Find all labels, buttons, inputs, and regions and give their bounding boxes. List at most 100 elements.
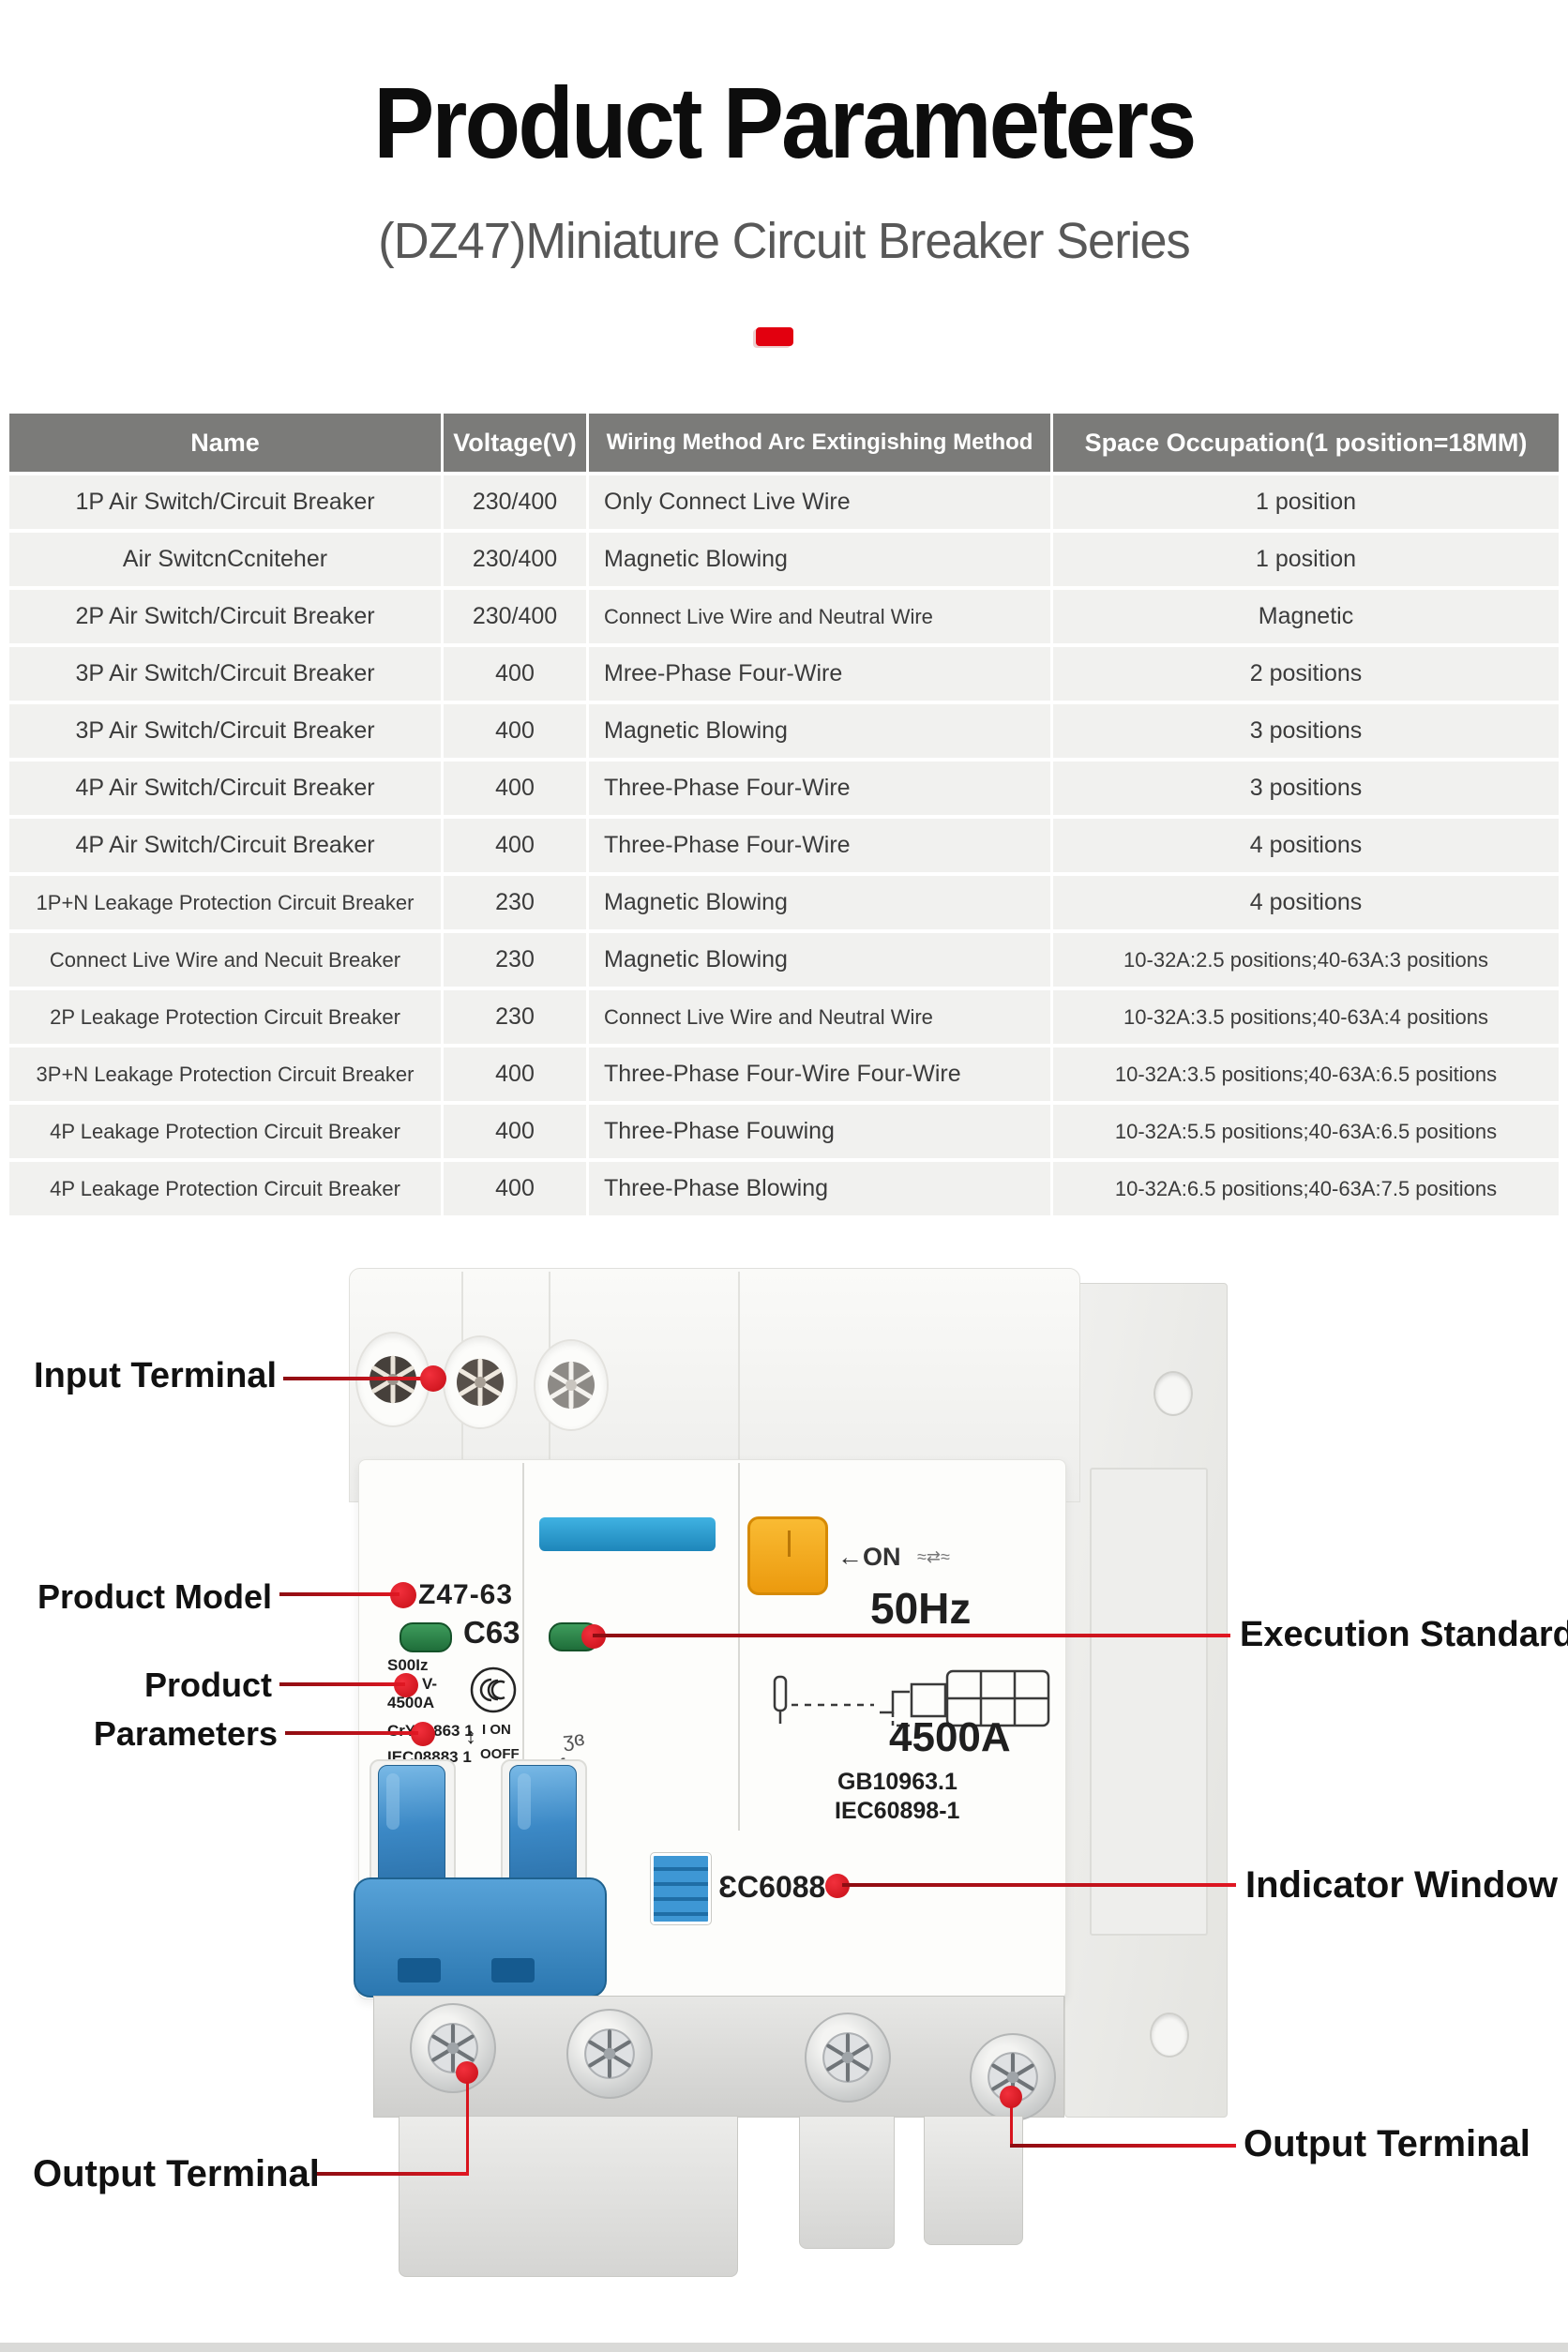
table-cell: Magnetic Blowing (589, 533, 1050, 586)
table-cell: Magnetic Blowing (589, 933, 1050, 987)
screw-icon (457, 1358, 504, 1407)
on-scribble: ≈⇄≈ (917, 1547, 950, 1566)
mounting-screw-hole-top (1153, 1371, 1193, 1416)
model-text: Z47-63 (418, 1579, 514, 1610)
table-cell: 10-32A:3.5 positions;40-63A:4 positions (1053, 990, 1559, 1044)
product-label: Product (143, 1666, 272, 1704)
table-cell: 1 position (1053, 533, 1559, 586)
table-cell: Three-Phase Blowing (589, 1162, 1050, 1215)
table-cell: 3 positions (1053, 704, 1559, 758)
pole2-blue-strip (539, 1517, 716, 1551)
table-cell: 230 (444, 876, 586, 929)
circuit-diagram-icon (769, 1664, 1055, 1742)
indicator-window-line (842, 1883, 1236, 1887)
table-cell: 4P Air Switch/Circuit Breaker (9, 819, 441, 872)
pole1-print-line2: V- (422, 1675, 438, 1693)
table-header-cell: Wiring Method Arc Extingishing Method (589, 414, 1050, 472)
table-cell: 3P+N Leakage Protection Circuit Breaker (9, 1048, 441, 1101)
output-terminal-screw-well (410, 2003, 496, 2093)
table-cell: 230 (444, 990, 586, 1044)
table-cell: 2P Air Switch/Circuit Breaker (9, 590, 441, 643)
toggle-lever-left[interactable] (378, 1765, 445, 1892)
table-cell: 4 positions (1053, 819, 1559, 872)
input-terminal-dot (420, 1365, 446, 1392)
table-cell: 1P Air Switch/Circuit Breaker (9, 475, 441, 529)
table-cell: 400 (444, 761, 586, 815)
on-off-arrow: ↕ (465, 1724, 476, 1749)
on-text: I ON (482, 1722, 511, 1738)
bottom-edge-strip (0, 2343, 1568, 2352)
pole2-glyphs-1: ʒɞ (561, 1726, 586, 1753)
output-terminal-right-label: Output Terminal (1244, 2123, 1530, 2164)
screw-icon (584, 2028, 635, 2079)
table-cell: 10-32A:2.5 positions;40-63A:3 positions (1053, 933, 1559, 987)
indicator-window (650, 1852, 712, 1925)
table-cell: 10-32A:3.5 positions;40-63A:6.5 position… (1053, 1048, 1559, 1101)
output-terminal-screw-well (805, 2013, 891, 2103)
table-cell: Three-Phase Four-Wire (589, 819, 1050, 872)
execution-standard-label: Execution Standard (1240, 1615, 1568, 1654)
table-cell: 400 (444, 704, 586, 758)
output-terminal-right-vline (1010, 2106, 1013, 2148)
output-terminal-left-line (317, 2172, 469, 2176)
output-terminal-right-dot (1000, 2086, 1022, 2108)
output-terminal-screw-well (566, 2009, 653, 2099)
handle-tie-bar[interactable] (354, 1877, 607, 1998)
table-cell: Three-Phase Four-Wire (589, 761, 1050, 815)
window-code-text: ƐC6088 (718, 1870, 826, 1904)
parameters-label: Parameters (93, 1714, 278, 1753)
screw-icon (988, 2052, 1038, 2103)
input-terminal-screw-well (443, 1335, 518, 1429)
table-cell: Air SwitcnCcniteher (9, 533, 441, 586)
table-cell: 230/400 (444, 475, 586, 529)
table-cell: 3 positions (1053, 761, 1559, 815)
input-terminal-line (283, 1377, 430, 1380)
device-foot (399, 2116, 738, 2277)
table-cell: Only Connect Live Wire (589, 475, 1050, 529)
din-recess-panel (1090, 1468, 1208, 1936)
parameters-line (285, 1731, 418, 1735)
pole-divider-face-1 (522, 1463, 524, 1831)
pole-divider-face-2 (738, 1463, 740, 1831)
output-terminal-left-label: Output Terminal (33, 2153, 320, 2194)
pole1-print-line1: S00Iz (387, 1656, 429, 1674)
page-title: Product Parameters (373, 66, 1197, 179)
table-cell: Magnetic Blowing (589, 704, 1050, 758)
table-cell: 230/400 (444, 590, 586, 643)
toggle-lever-right[interactable] (509, 1765, 577, 1892)
output-terminal-right-line (1010, 2144, 1236, 2148)
execution-standard-line (593, 1634, 1230, 1637)
table-cell: 2 positions (1053, 647, 1559, 701)
standard2-text: IEC60898-1 (835, 1798, 960, 1824)
product-model-label: Product Model (38, 1577, 272, 1616)
mounting-screw-hole-bottom (1150, 2013, 1189, 2058)
ccc-logo-icon (469, 1666, 518, 1714)
table-cell: Connect Live Wire and Neutral Wire (589, 590, 1050, 643)
table-header-cell: Name (9, 414, 441, 472)
output-terminal-left-dot (456, 2061, 478, 2084)
product-line (279, 1682, 405, 1686)
pole1-green-indicator (400, 1622, 452, 1652)
table-cell: 400 (444, 1048, 586, 1101)
breaking-capacity-text: 4500A (889, 1714, 1011, 1760)
tie-bar-notch (491, 1958, 535, 1983)
test-button[interactable] (747, 1516, 828, 1595)
output-terminal-screw-well (970, 2033, 1056, 2121)
input-terminal-label: Input Terminal (34, 1356, 277, 1395)
table-header-cell: Voltage(V) (444, 414, 586, 472)
table-cell: 4P Air Switch/Circuit Breaker (9, 761, 441, 815)
tie-bar-notch (398, 1958, 441, 1983)
rating-text: C63 (463, 1615, 520, 1650)
frequency-text: 50Hz (870, 1584, 972, 1633)
table-cell: 3P Air Switch/Circuit Breaker (9, 647, 441, 701)
